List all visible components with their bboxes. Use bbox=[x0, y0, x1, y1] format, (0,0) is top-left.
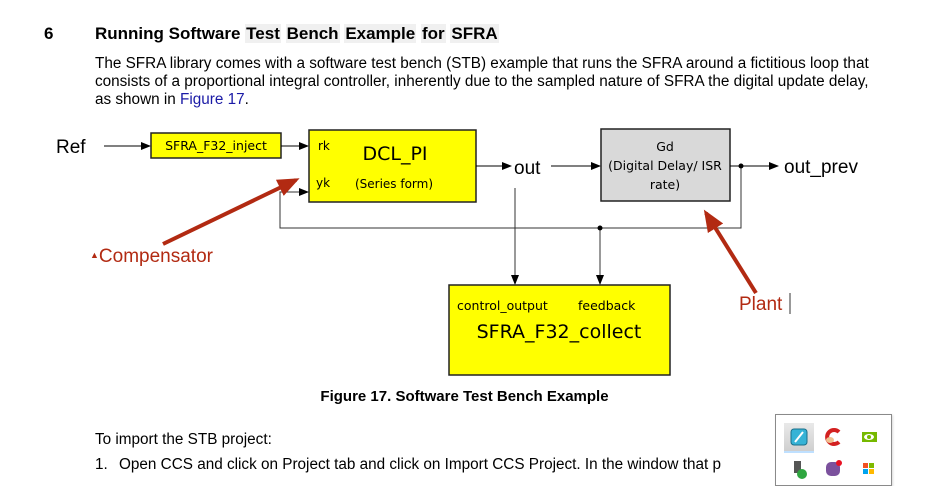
section-title: Running Software Test Bench Example for … bbox=[95, 24, 499, 44]
figure-link[interactable]: Figure 17 bbox=[180, 91, 245, 108]
import-intro: To import the STB project: bbox=[95, 431, 272, 448]
gd-block bbox=[600, 128, 731, 202]
out-label: out bbox=[514, 158, 541, 179]
dcl-pi-block bbox=[308, 129, 477, 203]
viber-icon bbox=[826, 460, 842, 476]
tray-item-ccleaner[interactable] bbox=[818, 423, 848, 451]
compensator-arrow bbox=[162, 178, 300, 246]
section-title-word: Bench bbox=[285, 24, 340, 43]
collect-block-title: SFRA_F32_collect bbox=[477, 321, 642, 343]
intro-text: The SFRA library comes with a software t… bbox=[95, 55, 869, 108]
junction-dot bbox=[738, 163, 744, 169]
nvidia-icon bbox=[862, 432, 877, 442]
section-title-word: Test bbox=[245, 24, 281, 43]
section-title-word: Example bbox=[344, 24, 417, 43]
gd-line2: (Digital Delay/ ISR bbox=[608, 158, 722, 173]
tray-item-viber[interactable] bbox=[818, 455, 848, 483]
tray-item-nvidia[interactable] bbox=[854, 423, 884, 451]
ccleaner-icon bbox=[825, 428, 841, 446]
windows-update-icon bbox=[863, 463, 874, 474]
rk-port-label: rk bbox=[318, 139, 330, 153]
compensator-label: ▲Compensator bbox=[90, 246, 214, 267]
section-number: 6 bbox=[44, 24, 54, 43]
control-output-port-label: control_output bbox=[457, 298, 548, 313]
figure-caption: Figure 17. Software Test Bench Example bbox=[320, 388, 609, 405]
step-text: Open CCS and click on Project tab and cl… bbox=[119, 456, 721, 473]
out-prev-label: out_prev bbox=[784, 157, 858, 178]
dcl-pi-subtitle: (Series form) bbox=[355, 177, 433, 191]
test-bench-diagram: Ref SFRA_F32_inject rk yk DCL_PI (Series… bbox=[56, 128, 858, 376]
gd-line1: Gd bbox=[656, 139, 674, 154]
tray-item-usb-safely-remove[interactable] bbox=[784, 455, 814, 483]
compensator-text: Compensator bbox=[99, 246, 214, 267]
tray-item-pen-app[interactable] bbox=[784, 423, 814, 453]
intro-text-end: . bbox=[244, 91, 249, 108]
gd-line3: rate) bbox=[650, 177, 680, 192]
intro-paragraph: The SFRA library comes with a software t… bbox=[95, 55, 885, 109]
yk-port-label: yk bbox=[316, 176, 330, 190]
collect-block bbox=[448, 284, 671, 376]
junction-dot bbox=[597, 225, 603, 231]
inject-block-label: SFRA_F32_inject bbox=[165, 138, 267, 153]
feedback-port-label: feedback bbox=[578, 298, 636, 313]
pen-app-icon bbox=[790, 428, 808, 446]
tray-overflow-popup bbox=[775, 414, 892, 486]
step-number: 1. bbox=[95, 456, 108, 473]
section-title-word: SFRA bbox=[450, 24, 499, 43]
plant-label: Plant bbox=[739, 294, 783, 315]
section-title-plain: Running Software bbox=[95, 24, 246, 43]
step-item: 1. Open CCS and click on Project tab and … bbox=[95, 456, 721, 474]
tray-item-windows-update[interactable] bbox=[854, 455, 884, 483]
section-title-word: for bbox=[420, 24, 446, 43]
plant-arrow bbox=[703, 209, 758, 295]
usb-safely-remove-icon bbox=[794, 461, 807, 479]
ref-label: Ref bbox=[56, 137, 86, 158]
dcl-pi-title: DCL_PI bbox=[362, 143, 427, 165]
